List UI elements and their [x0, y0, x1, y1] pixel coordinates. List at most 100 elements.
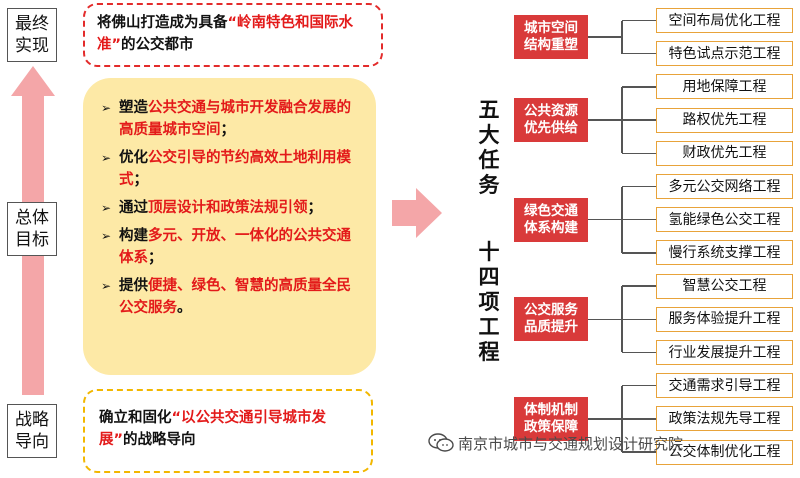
- project-box: 氢能绿色公交工程: [656, 207, 793, 233]
- project-box: 交通需求引导工程: [656, 373, 793, 399]
- stage-goal-label: 总体目标: [15, 208, 49, 250]
- task-box: 城市空间结构重塑: [514, 15, 588, 60]
- goal-item: ➢ 构建多元、开放、一体化的公共交通体系；: [101, 225, 356, 269]
- task-label: 城市空间结构重塑: [524, 20, 578, 54]
- project-box: 特色试点示范工程: [656, 41, 793, 67]
- strategy-text-part2: 的战略导向: [123, 432, 196, 448]
- watermark-text: 南京市城市与交通规划设计研究院: [458, 434, 684, 453]
- stage-strategy: 战略导向: [7, 404, 57, 458]
- project-label: 特色试点示范工程: [668, 45, 781, 62]
- arrow-bullet-icon: ➢: [101, 229, 112, 243]
- goal-text: 构建多元、开放、一体化的公共交通体系；: [119, 225, 356, 269]
- project-box: 多元公交网络工程: [656, 174, 793, 199]
- fourteen-projects-title: 十四项工程: [478, 240, 500, 364]
- final-text-highlight: “岭南特色和国际水准”: [97, 15, 354, 53]
- final-text-part2: 的公交都市: [121, 37, 194, 53]
- strategy-text-highlight: “以公共交通引导城市发展”: [99, 410, 327, 448]
- task-box: 体制机制政策保障: [514, 396, 588, 441]
- goal-text: 塑造公共交通与城市开发融合发展的高质量城市空间；: [119, 97, 356, 141]
- project-label: 服务体验提升工程: [668, 311, 781, 328]
- connector-line: [622, 52, 656, 55]
- goal-pre: 通过: [119, 200, 148, 216]
- strategy-box: 确立和固化“以公共交通引导城市发展”的战略导向: [83, 389, 373, 473]
- task-label: 公交服务品质提升: [524, 302, 578, 336]
- connector-line: [622, 218, 656, 221]
- connector-line: [588, 318, 622, 321]
- project-box: 智慧公交工程: [656, 273, 793, 299]
- connector-line: [622, 185, 656, 188]
- goal-highlight: 顶层设计和政策法规引领: [148, 200, 308, 216]
- connector-line: [622, 351, 656, 354]
- project-box: 政策法规先导工程: [656, 406, 793, 432]
- project-label: 多元公交网络工程: [668, 178, 781, 195]
- connector-bus: [621, 186, 623, 253]
- task-box: 公共资源优先供给: [514, 98, 588, 143]
- project-label: 公交体制优化工程: [668, 444, 781, 461]
- connector-line: [588, 36, 622, 38]
- goal-pre: 塑造: [119, 100, 148, 116]
- arrow-bullet-icon: ➢: [101, 151, 112, 165]
- connector-line: [622, 318, 656, 321]
- stage-strategy-label: 战略导向: [15, 410, 49, 452]
- goal-post: ；: [307, 200, 323, 216]
- goal-post: 。: [177, 300, 192, 316]
- project-label: 氢能绿色公交工程: [668, 211, 781, 228]
- task-label: 绿色交通体系构建: [524, 202, 578, 236]
- strategy-text-part1: 确立和固化: [99, 410, 172, 426]
- project-box: 慢行系统支撑工程: [656, 240, 793, 266]
- goal-highlight: 公交引导的节约高效土地利用模式: [119, 150, 351, 188]
- right-arrow: [392, 188, 442, 238]
- arrow-bullet-icon: ➢: [101, 201, 112, 215]
- task-box: 绿色交通体系构建: [514, 197, 588, 242]
- connector-line: [622, 19, 656, 22]
- connector-line: [622, 451, 656, 453]
- goal-pre: 优化: [119, 150, 148, 166]
- goal-post: ；: [133, 172, 149, 188]
- stage-goal: 总体目标: [7, 202, 57, 256]
- project-label: 行业发展提升工程: [668, 344, 781, 361]
- goals-list: ➢ 塑造公共交通与城市开发融合发展的高质量城市空间； ➢ 优化公交引导的节约高效土地利…: [101, 97, 356, 319]
- project-label: 路权优先工程: [682, 112, 767, 129]
- task-label: 体制机制政策保障: [524, 401, 578, 435]
- task-box: 公交服务品质提升: [514, 297, 588, 342]
- stage-final: 最终实现: [7, 8, 57, 62]
- goal-item: ➢ 优化公交引导的节约高效土地利用模式；: [101, 147, 356, 191]
- project-label: 智慧公交工程: [682, 278, 767, 295]
- project-box: 行业发展提升工程: [656, 340, 793, 365]
- strategy-text: 确立和固化“以公共交通引导城市发展”的战略导向: [99, 407, 357, 451]
- goal-highlight: 多元、开放、一体化的公共交通体系: [119, 228, 351, 266]
- five-tasks-title: 五大任务: [478, 98, 500, 197]
- goal-pre: 提供: [119, 278, 148, 294]
- stage-final-label: 最终实现: [15, 14, 49, 56]
- goal-text: 优化公交引导的节约高效土地利用模式；: [119, 147, 356, 191]
- final-box: 将佛山打造成为具备“岭南特色和国际水准”的公交都市: [83, 3, 383, 67]
- project-box: 用地保障工程: [656, 74, 793, 100]
- project-label: 慢行系统支撑工程: [668, 244, 781, 261]
- project-box: 公交体制优化工程: [656, 439, 793, 465]
- arrow-bullet-icon: ➢: [101, 279, 112, 293]
- goal-pre: 构建: [119, 228, 148, 244]
- connector-line: [622, 252, 656, 254]
- goal-text: 提供便捷、绿色、智慧的高质量全民公交服务。: [119, 275, 356, 319]
- connector-line: [588, 119, 622, 121]
- watermark: 南京市城市与交通规划设计研究院: [428, 432, 683, 454]
- final-text: 将佛山打造成为具备“岭南特色和国际水准”的公交都市: [97, 12, 369, 56]
- project-label: 交通需求引导工程: [668, 377, 781, 394]
- goal-item: ➢ 塑造公共交通与城市开发融合发展的高质量城市空间；: [101, 97, 356, 141]
- connector-line: [622, 152, 656, 155]
- connector-line: [622, 384, 656, 387]
- goal-post: ；: [148, 250, 163, 266]
- arrow-bullet-icon: ➢: [101, 101, 112, 115]
- up-arrow-head: [11, 66, 55, 96]
- wechat-icon: [428, 433, 454, 452]
- goal-highlight: 便捷、绿色、智慧的高质量全民公交服务: [119, 278, 351, 316]
- connector-bus: [621, 286, 623, 353]
- goal-text: 通过顶层设计和政策法规引领；: [119, 197, 322, 219]
- connector-bus: [621, 20, 623, 54]
- connector-line: [622, 285, 656, 287]
- task-label: 公共资源优先供给: [524, 103, 578, 137]
- connector-bus: [621, 86, 623, 154]
- goal-post: ；: [220, 122, 236, 138]
- goal-item: ➢ 通过顶层设计和政策法规引领；: [101, 197, 356, 219]
- connector-line: [588, 218, 622, 221]
